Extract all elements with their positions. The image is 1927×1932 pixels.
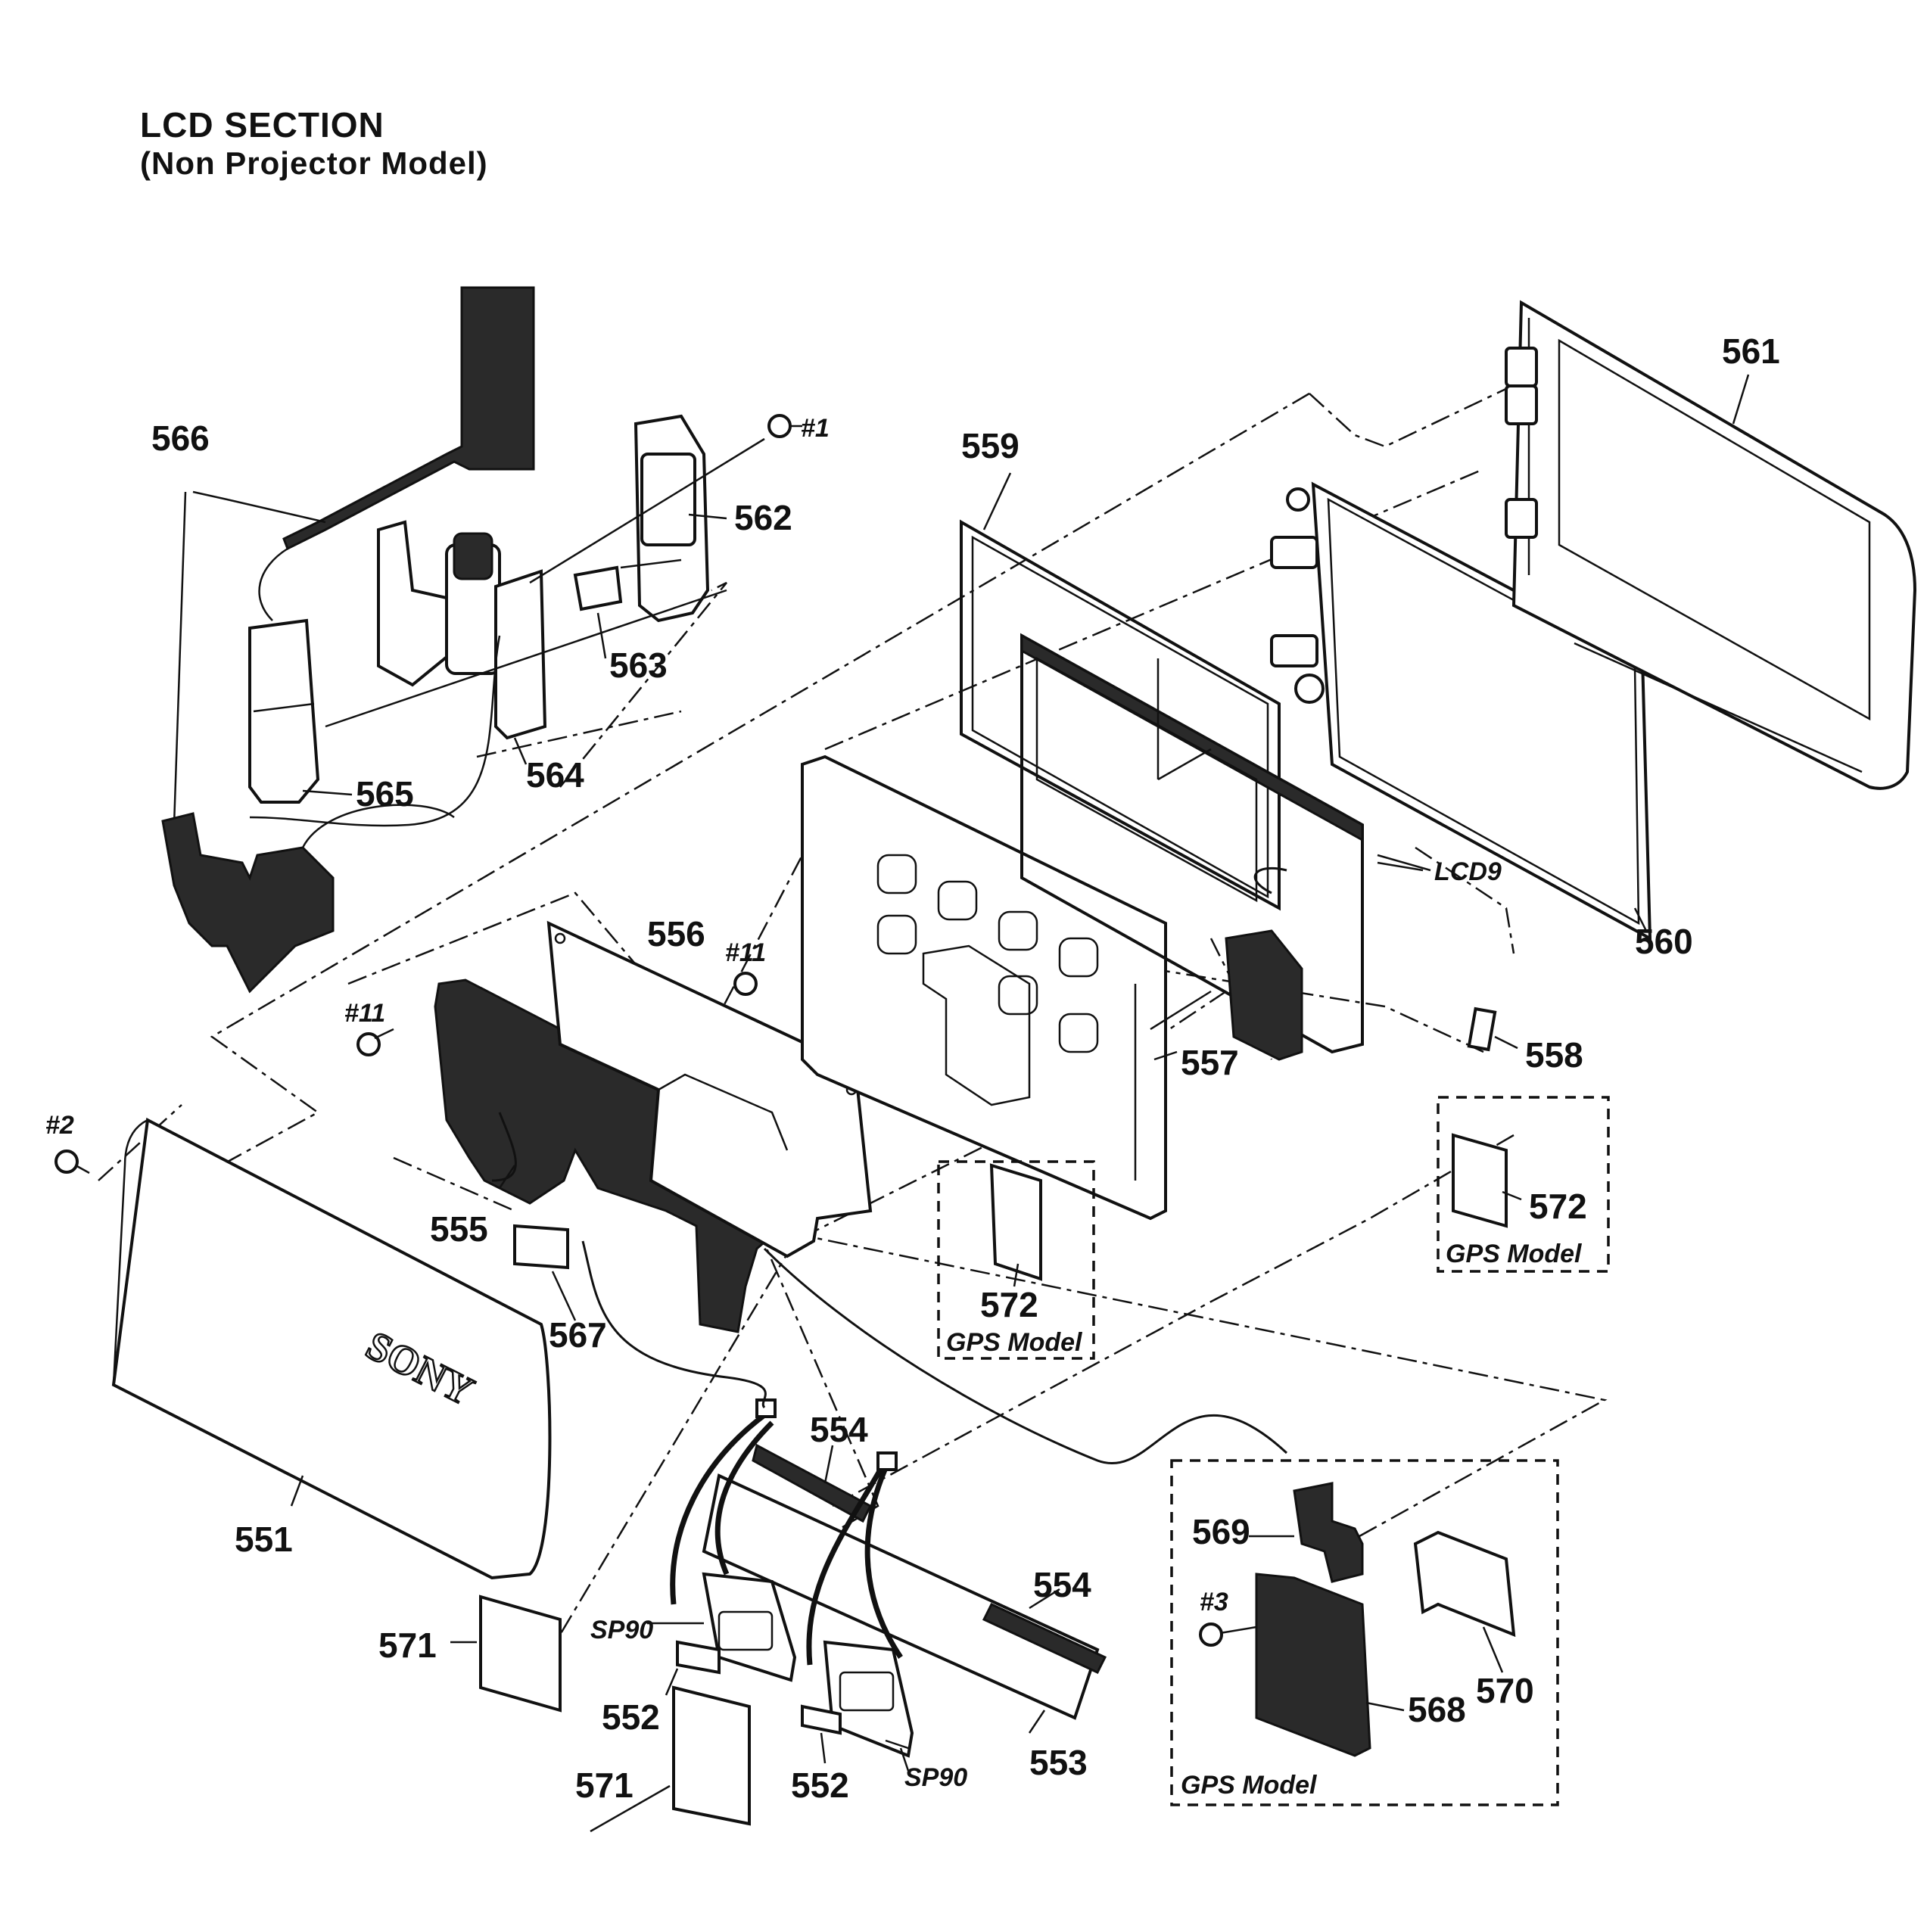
- label-sp90-left: SP90: [590, 1616, 653, 1644]
- label-screw-11-center: #11: [725, 938, 766, 967]
- label-sp90-right: SP90: [904, 1763, 967, 1792]
- part-564-bracket: [494, 569, 547, 740]
- part-556-circuit-board: [356, 920, 873, 1270]
- part-labels: 561 559 566 562 563 564 565 556 560 558 …: [151, 331, 1780, 1805]
- label-565: 565: [356, 774, 414, 814]
- label-559: 559: [961, 426, 1020, 465]
- label-screw-11-left: #11: [344, 999, 385, 1028]
- label-557: 557: [1181, 1043, 1239, 1082]
- gps-parts: [1199, 1482, 1516, 1757]
- label-563: 563: [609, 646, 668, 685]
- label-569: 569: [1192, 1512, 1250, 1551]
- label-gps-right: GPS Model: [1446, 1240, 1583, 1268]
- speaker-assembly: [479, 1398, 1107, 1826]
- part-567-pad: [513, 1224, 569, 1270]
- screw-11-icon: [356, 1032, 381, 1056]
- part-558-pad: [1467, 1006, 1497, 1052]
- screw-1-icon: [767, 414, 792, 438]
- label-552-right: 552: [791, 1766, 849, 1805]
- hinge-assembly: [248, 414, 802, 827]
- label-566: 566: [151, 418, 210, 458]
- label-screw-3: #3: [1200, 1588, 1228, 1616]
- part-566-flex-cable: [173, 286, 535, 826]
- part-551-front-cover: SONY: [54, 1117, 552, 1580]
- part-559-lcd-frame: [960, 519, 1281, 911]
- part-572-pad-center: [989, 1163, 1042, 1281]
- speaker-wire: [581, 1240, 767, 1409]
- part-563-block: [573, 565, 623, 611]
- left-dark-bracket: [161, 804, 455, 994]
- part-552-pad: [801, 1704, 842, 1735]
- label-552-left: 552: [602, 1697, 660, 1737]
- part-571-sheet: [672, 1685, 751, 1826]
- diagram-subtitle: (Non Projector Model): [140, 145, 488, 181]
- part-572-pad-right: [1452, 1133, 1508, 1228]
- diagram-title: LCD SECTION: [140, 105, 384, 145]
- label-lcd9: LCD9: [1434, 857, 1502, 886]
- label-553: 553: [1029, 1743, 1088, 1782]
- label-screw-2: #2: [45, 1111, 74, 1140]
- part-552-pad: [676, 1640, 721, 1675]
- part-565-cover: [248, 618, 320, 804]
- label-551: 551: [235, 1520, 293, 1559]
- lcd9-panel: [1020, 633, 1424, 1061]
- label-561: 561: [1722, 331, 1780, 371]
- label-gps-bottom: GPS Model: [1181, 1771, 1318, 1800]
- label-567: 567: [549, 1315, 607, 1355]
- label-572-right: 572: [1529, 1187, 1587, 1226]
- label-572-center: 572: [980, 1285, 1038, 1324]
- label-564: 564: [526, 755, 584, 795]
- label-554-top: 554: [810, 1410, 868, 1449]
- label-screw-1: #1: [801, 414, 830, 443]
- part-561-rear-frame: [1505, 300, 1917, 790]
- screw-labels: #1 #2 #3 #11 #11: [45, 414, 1228, 1616]
- label-571-bottom: 571: [575, 1766, 634, 1805]
- screw-11-icon: [733, 972, 758, 996]
- part-557-metal-frame: [801, 754, 1212, 1221]
- leader-lines: [290, 374, 1750, 1833]
- label-570: 570: [1476, 1671, 1534, 1710]
- part-571-sheet: [479, 1594, 562, 1713]
- label-554-right: 554: [1033, 1565, 1091, 1604]
- gps-model-labels: GPS Model GPS Model GPS Model: [946, 1240, 1583, 1800]
- reference-labels: LCD9 SP90 SP90: [590, 857, 1502, 1792]
- gps-wire: [763, 1247, 1288, 1465]
- label-560: 560: [1635, 922, 1693, 961]
- label-gps-center: GPS Model: [946, 1328, 1083, 1357]
- label-568: 568: [1408, 1690, 1466, 1729]
- gps-box-center: [937, 1160, 1095, 1360]
- gps-box-right: [1437, 1096, 1610, 1273]
- label-558: 558: [1525, 1035, 1583, 1075]
- label-556: 556: [647, 914, 705, 954]
- screw-2-icon: [54, 1150, 79, 1174]
- label-555: 555: [430, 1209, 488, 1249]
- label-562: 562: [734, 498, 792, 537]
- label-571-left: 571: [378, 1626, 437, 1665]
- screw-3-icon: [1199, 1622, 1223, 1647]
